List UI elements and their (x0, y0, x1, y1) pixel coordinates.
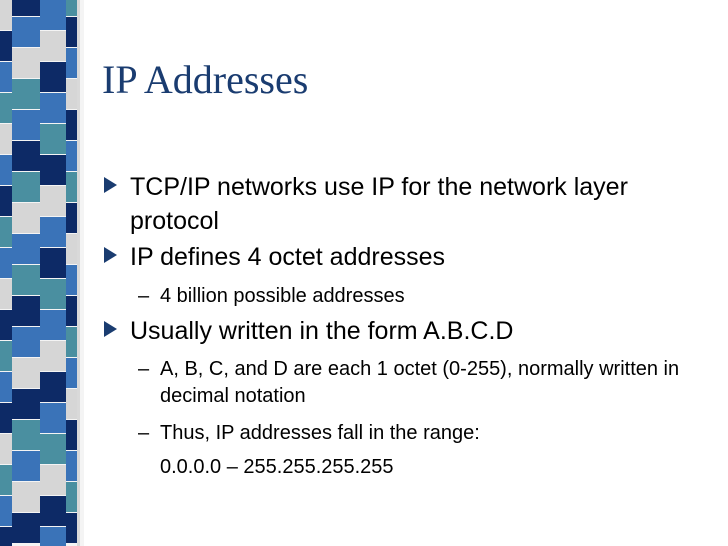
strip-block (40, 186, 66, 216)
sub-bullet-marker: – (138, 358, 150, 380)
strip-block (66, 389, 77, 419)
strip-block (66, 17, 77, 47)
strip-block (40, 496, 66, 526)
sub-bullet-text: 4 billion possible addresses (160, 285, 405, 307)
strip-block (0, 465, 12, 495)
strip-block (40, 93, 66, 123)
strip-block (12, 234, 40, 264)
strip-block (0, 496, 12, 526)
strip-block (0, 93, 12, 123)
bullet-text: IP defines 4 octet addresses (130, 243, 446, 271)
strip-block (0, 403, 12, 433)
strip-block (40, 62, 66, 92)
strip-block (0, 62, 12, 92)
strip-block (0, 434, 12, 464)
sub-bullet-text: Thus, IP addresses fall in the range: (160, 422, 480, 444)
strip-block (66, 203, 77, 233)
strip-block (12, 296, 40, 326)
strip-block (66, 482, 77, 512)
bullet-text: TCP/IP networks use IP for the network l… (130, 173, 628, 235)
strip-block (0, 217, 12, 247)
bullet-text: Usually written in the form A.B.C.D (130, 317, 514, 345)
strip-block (0, 310, 12, 340)
strip-block (0, 279, 12, 309)
strip-block (66, 48, 77, 78)
strip-block (66, 172, 77, 202)
decorative-side-strip (0, 0, 84, 546)
strip-block (40, 279, 66, 309)
strip-block (0, 124, 12, 154)
strip-block (12, 17, 40, 47)
ip-range-text: 0.0.0.0 – 255.255.255.255 (160, 456, 394, 478)
strip-block (40, 372, 66, 402)
strip-block (66, 265, 77, 295)
strip-block (66, 451, 77, 481)
strip-block (12, 265, 40, 295)
strip-block (66, 296, 77, 326)
strip-block (12, 389, 40, 419)
strip-block (40, 0, 66, 30)
strip-block (40, 155, 66, 185)
strip-block (40, 124, 66, 154)
strip-block (40, 248, 66, 278)
strip-block (40, 527, 66, 546)
strip-block (12, 420, 40, 450)
strip-block (40, 465, 66, 495)
bullet-marker-icon (104, 247, 117, 263)
strip-block (0, 527, 12, 546)
strip-block (12, 482, 40, 512)
strip-block (0, 372, 12, 402)
strip-block (66, 327, 77, 357)
strip-block (12, 79, 40, 109)
strip-block (12, 110, 40, 140)
strip-block (66, 79, 77, 109)
strip-block (12, 141, 40, 171)
strip-block (12, 451, 40, 481)
slide-title: IP Addresses (102, 57, 309, 102)
strip-block (40, 31, 66, 61)
bullet-marker-icon (104, 321, 117, 337)
strip-block (0, 248, 12, 278)
strip-block (0, 341, 12, 371)
strip-block (66, 234, 77, 264)
strip-block (40, 310, 66, 340)
strip-block (40, 434, 66, 464)
strip-block (12, 358, 40, 388)
strip-block (66, 141, 77, 171)
strip-block (0, 155, 12, 185)
strip-block (0, 186, 12, 216)
strip-block (12, 513, 40, 543)
divider-line (77, 0, 80, 546)
strip-block (0, 0, 12, 30)
strip-block (66, 110, 77, 140)
strip-block (12, 203, 40, 233)
strip-block (66, 420, 77, 450)
sub-bullet-marker: – (138, 422, 150, 444)
strip-block (66, 358, 77, 388)
strip-block (66, 0, 77, 16)
bullet-marker-icon (104, 177, 117, 193)
strip-block (12, 48, 40, 78)
strip-block (66, 513, 77, 543)
strip-block (40, 403, 66, 433)
strip-block (40, 341, 66, 371)
strip-block (0, 31, 12, 61)
sub-bullet-marker: – (138, 285, 150, 307)
sub-bullet-text: A, B, C, and D are each 1 octet (0-255),… (160, 358, 680, 407)
strip-block (12, 327, 40, 357)
strip-block (12, 0, 40, 16)
strip-block (12, 172, 40, 202)
strip-block (40, 217, 66, 247)
